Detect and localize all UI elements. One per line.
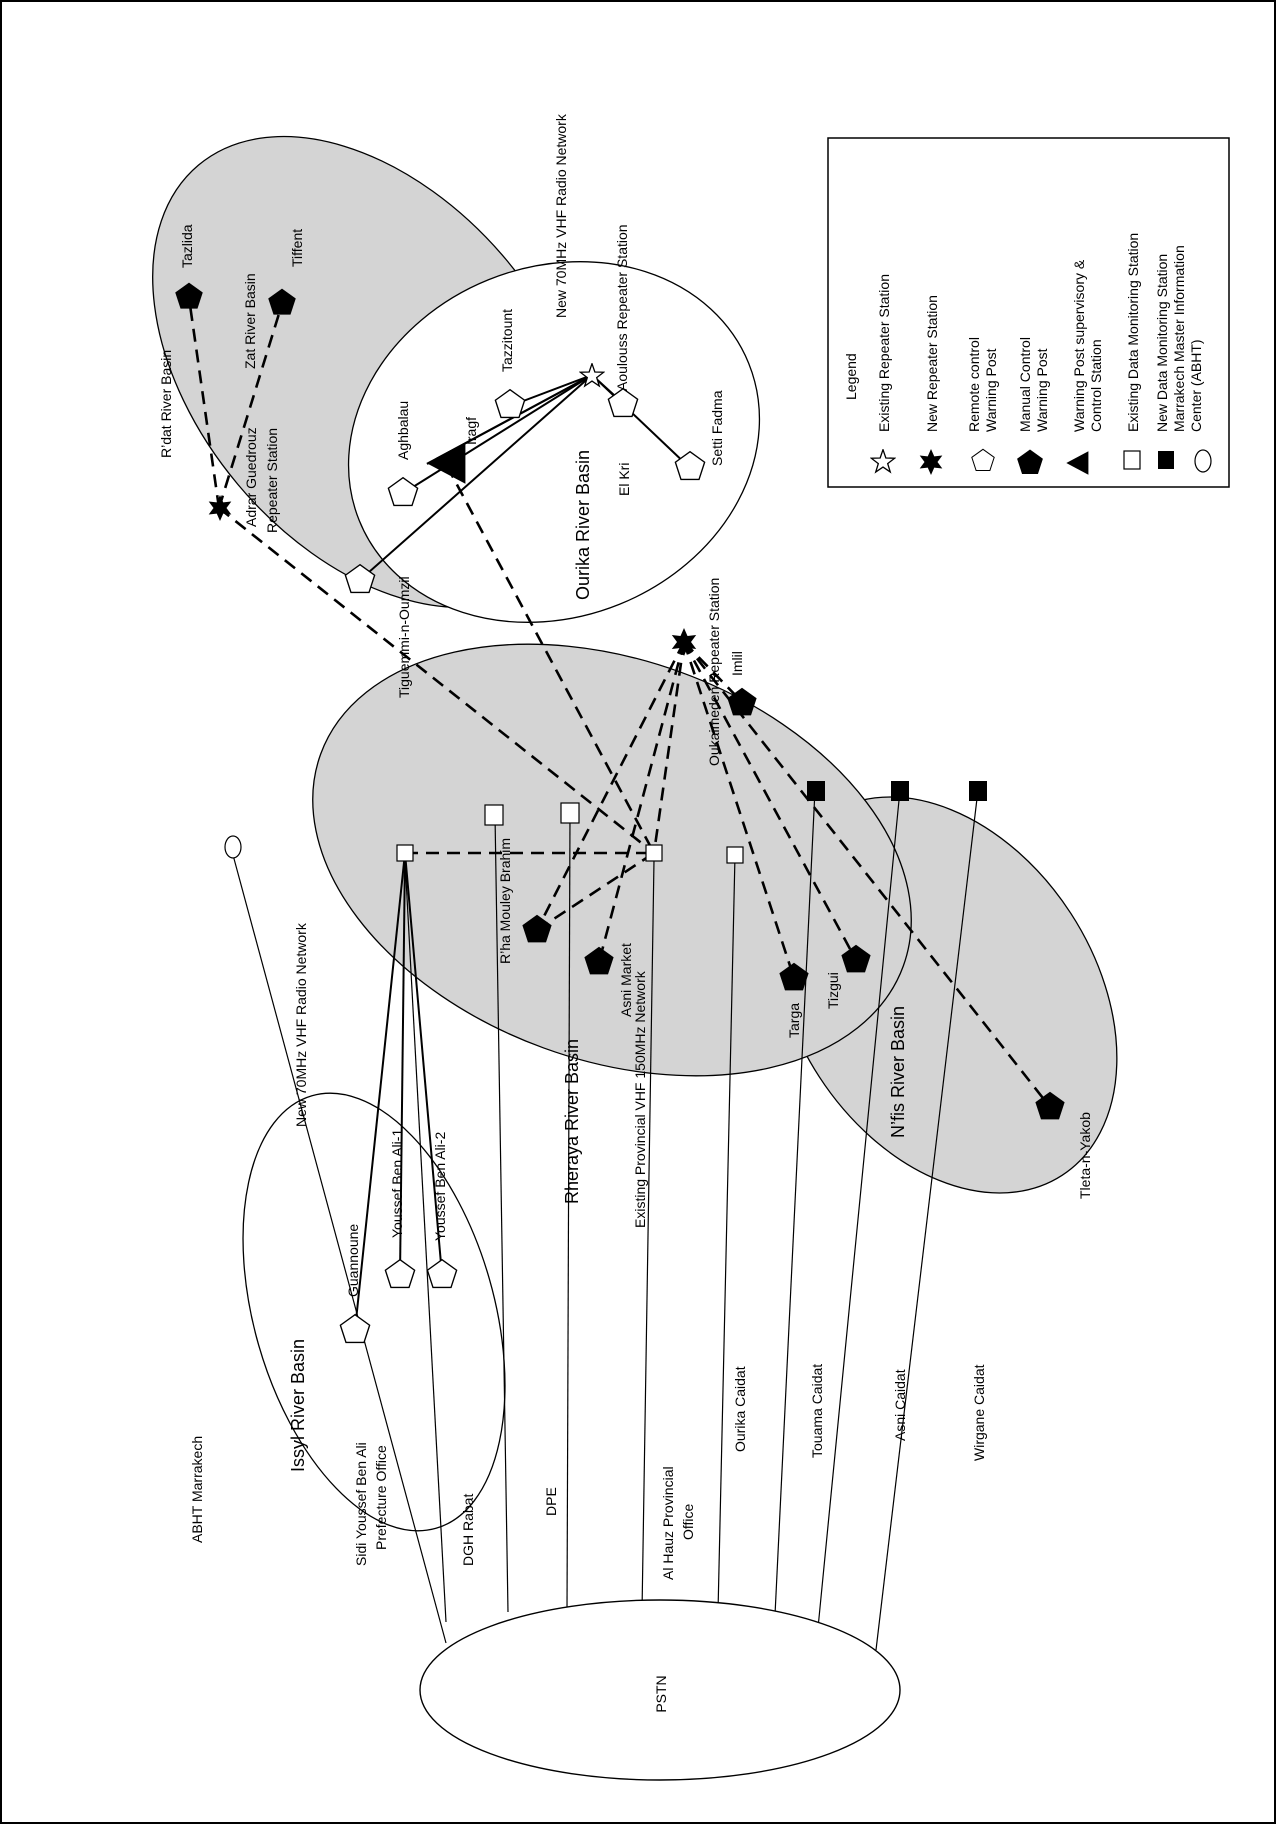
legend-label-abht-1: Marrakech Master Information (1171, 245, 1187, 432)
legend-title: Legend (843, 353, 859, 400)
zat-basin-label: Zat River Basin (242, 273, 258, 369)
tleta-n-yakob-label: Tleta-n-Yakob (1077, 1112, 1093, 1199)
rha-mouley-brahim-label: R’ha Mouley Brahim (497, 838, 513, 964)
rdat-basin-label: R’dat River Basin (158, 350, 174, 458)
youssef-ben-ali-1-label: Youssef Ben Ali-1 (389, 1129, 405, 1238)
tiguemmi-n-oumzil-label: Tiguemmi-n-Oumzil (396, 576, 412, 698)
legend-label-new-data: New Data Monitoring Station (1154, 254, 1170, 432)
vhf150-links (187, 297, 1052, 1108)
abht-center-icon (224, 835, 242, 859)
tiffent-label: Tiffent (289, 229, 305, 267)
prefecture-office-label: Prefecture Office (373, 1445, 389, 1550)
oukaimeden-label: Oukaimeden Repeater Station (706, 578, 722, 766)
ourika-basin-label: Ourika River Basin (573, 450, 593, 600)
legend-label-existing-repeater: Existing Repeater Station (876, 274, 892, 432)
dpe-icon (560, 802, 580, 824)
youssef-ben-ali-2-label: Youssef Ben Ali-2 (432, 1132, 448, 1241)
nfis-basin-label: N’fis River Basin (888, 1006, 908, 1138)
al-hauz-office-label: Office (680, 1503, 696, 1540)
touama-caidat-label: Touama Caidat (809, 1364, 825, 1458)
ourika-caidat-label: Ourika Caidat (732, 1366, 748, 1452)
iragf-label: Iragf (463, 417, 479, 445)
tizgui-label: Tizgui (825, 972, 841, 1009)
labels: Tazlida Tiffent R’dat River Basin Zat Ri… (158, 113, 1093, 1580)
asni-market-label: Asni Market (618, 943, 634, 1017)
legend-box (827, 137, 1230, 488)
sidi-youssef-label: Sidi Youssef Ben Ali (353, 1442, 369, 1566)
imlil-label: Imlil (729, 651, 745, 676)
asni-caidat-icon (891, 781, 909, 801)
dpe-label: DPE (543, 1487, 559, 1516)
issyl-basin-label: Issyl River Basin (288, 1339, 308, 1472)
abht-marrakech-label: ABHT Marrakech (189, 1436, 205, 1543)
rheraya-basin-label: Rheraya River Basin (562, 1039, 582, 1204)
legend: Legend Existing Repeater Station New Rep… (827, 137, 1230, 488)
targa-label: Targa (786, 1003, 802, 1038)
ourika-caidat-icon (726, 846, 744, 864)
wirgane-caidat-icon (969, 781, 987, 801)
ourika-basin-area (347, 261, 761, 623)
tazzitount-label: Tazzitount (499, 309, 515, 372)
touama-caidat-icon (807, 781, 825, 801)
vhf150-network-label: Existing Provincial VHF 150MHz Network (632, 970, 648, 1228)
pstn-label: PSTN (653, 1675, 669, 1712)
aoulouss-label: Aoulouss Repeater Station (614, 224, 630, 391)
legend-label-existing-data: Existing Data Monitoring Station (1125, 233, 1141, 432)
pstn-cloud (419, 1599, 901, 1781)
tazlida-label: Tazlida (179, 224, 195, 268)
asni-caidat-label: Asni Caidat (892, 1369, 908, 1441)
al-hauz-label: Al Hauz Provincial (660, 1466, 676, 1580)
legend-label-control-1: Warning Post supervisory & (1071, 259, 1087, 432)
adrar-repeater-label: Repeater Station (264, 428, 280, 533)
legend-label-manual-1: Manual Control (1017, 337, 1033, 432)
aghbalau-label: Aghbalau (395, 401, 411, 460)
adrar-guedrouz-label: Adrar Guedrouz (243, 427, 259, 527)
legend-label-manual-2: Warning Post (1034, 348, 1050, 432)
el-kri-label: El Kri (616, 463, 632, 496)
guannoune-label: Guannoune (345, 1224, 361, 1297)
wirgane-caidat-label: Wirgane Caidat (971, 1364, 987, 1461)
issyl-basin-area (242, 1092, 506, 1532)
issyl-70mhz-links (354, 852, 443, 1331)
legend-existing-data-icon (1123, 450, 1141, 470)
vhf70-ourika-label: New 70MHz VHF Radio Network (553, 113, 569, 318)
dgh-rabat-label: DGH Rabat (460, 1494, 476, 1566)
setti-fadma-label: Setti Fadma (709, 390, 725, 466)
legend-label-remote-1: Remote control (966, 337, 982, 432)
legend-label-control-2: Control Station (1088, 339, 1104, 432)
dgh-rabat-icon (484, 804, 504, 826)
vhf70-issyl-label: New 70MHz VHF Radio Network (293, 922, 309, 1127)
sidi-youssef-office-icon (396, 844, 414, 862)
al-hauz-office-icon (645, 844, 663, 862)
legend-label-abht-2: Center (ABHT) (1188, 339, 1204, 432)
legend-label-new-repeater: New Repeater Station (924, 295, 940, 432)
legend-new-data-icon (1158, 451, 1174, 469)
pstn-links (232, 789, 979, 1651)
legend-abht-icon (1194, 449, 1212, 473)
legend-label-remote-2: Warning Post (983, 348, 999, 432)
